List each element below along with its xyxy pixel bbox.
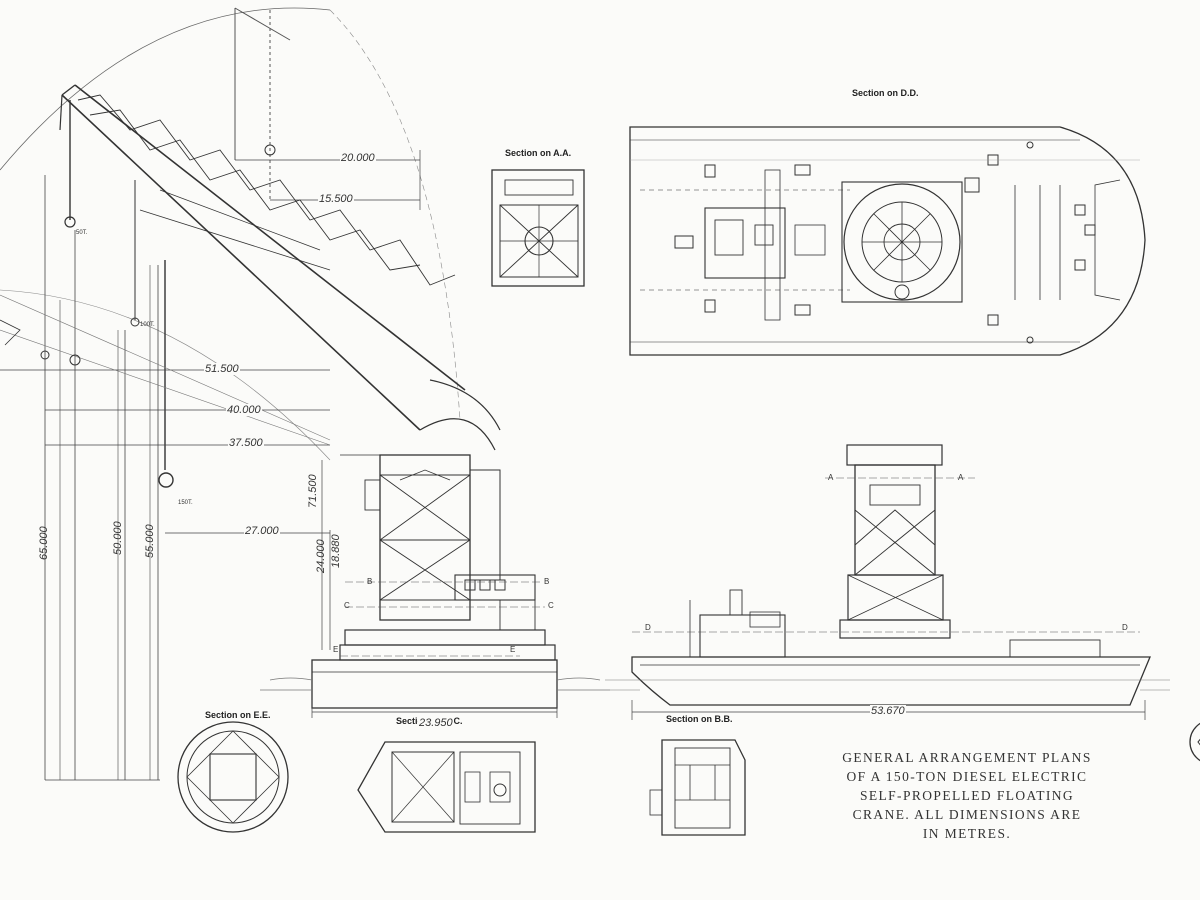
marker-b-left: B: [367, 577, 373, 586]
dim-40000: 40.000: [226, 404, 262, 416]
marker-c-right: C: [548, 601, 554, 610]
caption-line-1: GENERAL ARRANGEMENT PLANS: [842, 750, 1092, 765]
crane-jib: [59, 84, 501, 451]
dim-27000: 27.000: [244, 525, 280, 537]
dim-20000: 20.000: [340, 152, 376, 164]
marker-b-right: B: [544, 577, 550, 586]
dim-65000: 65.000: [38, 526, 50, 560]
section-dd-plan: [629, 126, 1146, 356]
dim-53670: 53.670: [870, 705, 906, 717]
dim-37500: 37.500: [228, 437, 264, 449]
crane-side-elevation: [0, 7, 610, 781]
hook-lines: [64, 100, 174, 488]
dim-23950: 23.950: [418, 717, 454, 729]
dim-15500: 15.500: [318, 193, 354, 205]
emblem-logo: [1189, 722, 1200, 762]
hook-load-150t: 150T.: [178, 500, 193, 506]
caption-line-3: SELF-PROPELLED FLOATING: [859, 788, 1075, 803]
caption-line-5: IN METRES.: [922, 826, 1012, 841]
hook-load-50t: 50T.: [76, 230, 88, 236]
dim-55000: 55.000: [144, 524, 156, 558]
caption-line-2: OF A 150-TON DIESEL ELECTRIC: [846, 769, 1088, 784]
hook-load-100t: 100T.: [140, 322, 155, 328]
section-bb-drawing: [649, 739, 746, 836]
marker-e-left: E: [333, 645, 339, 654]
drawing-caption: GENERAL ARRANGEMENT PLANS OF A 150-TON D…: [832, 748, 1102, 843]
pontoon-hull: [311, 659, 558, 709]
marker-d-right: D: [1122, 623, 1128, 632]
dim-24000: 24.000: [315, 539, 327, 573]
dim-51500: 51.500: [204, 363, 240, 375]
section-bb-title: Section on B.B.: [666, 714, 733, 724]
section-ee-title: Section on E.E.: [205, 710, 271, 720]
crane-front-elevation: [825, 444, 975, 639]
marker-a-right: A: [958, 473, 964, 482]
caption-line-4: CRANE. ALL DIMENSIONS ARE: [852, 807, 1082, 822]
dim-50000: 50.000: [112, 521, 124, 555]
dim-71500: 71.500: [307, 474, 319, 508]
crane-tower: [339, 454, 556, 661]
section-aa-title: Section on A.A.: [505, 148, 572, 158]
marker-e-right: E: [510, 645, 516, 654]
section-aa-drawing: [491, 169, 585, 287]
vessel-side-hull: [605, 589, 1170, 720]
dim-18880: 18.880: [330, 534, 342, 568]
marker-a-left: A: [828, 473, 834, 482]
section-cc-drawing: [357, 741, 536, 833]
marker-d-left: D: [645, 623, 651, 632]
marker-c-left: C: [344, 601, 350, 610]
section-ee-drawing: [177, 721, 289, 833]
section-dd-title: Section on D.D.: [852, 88, 919, 98]
